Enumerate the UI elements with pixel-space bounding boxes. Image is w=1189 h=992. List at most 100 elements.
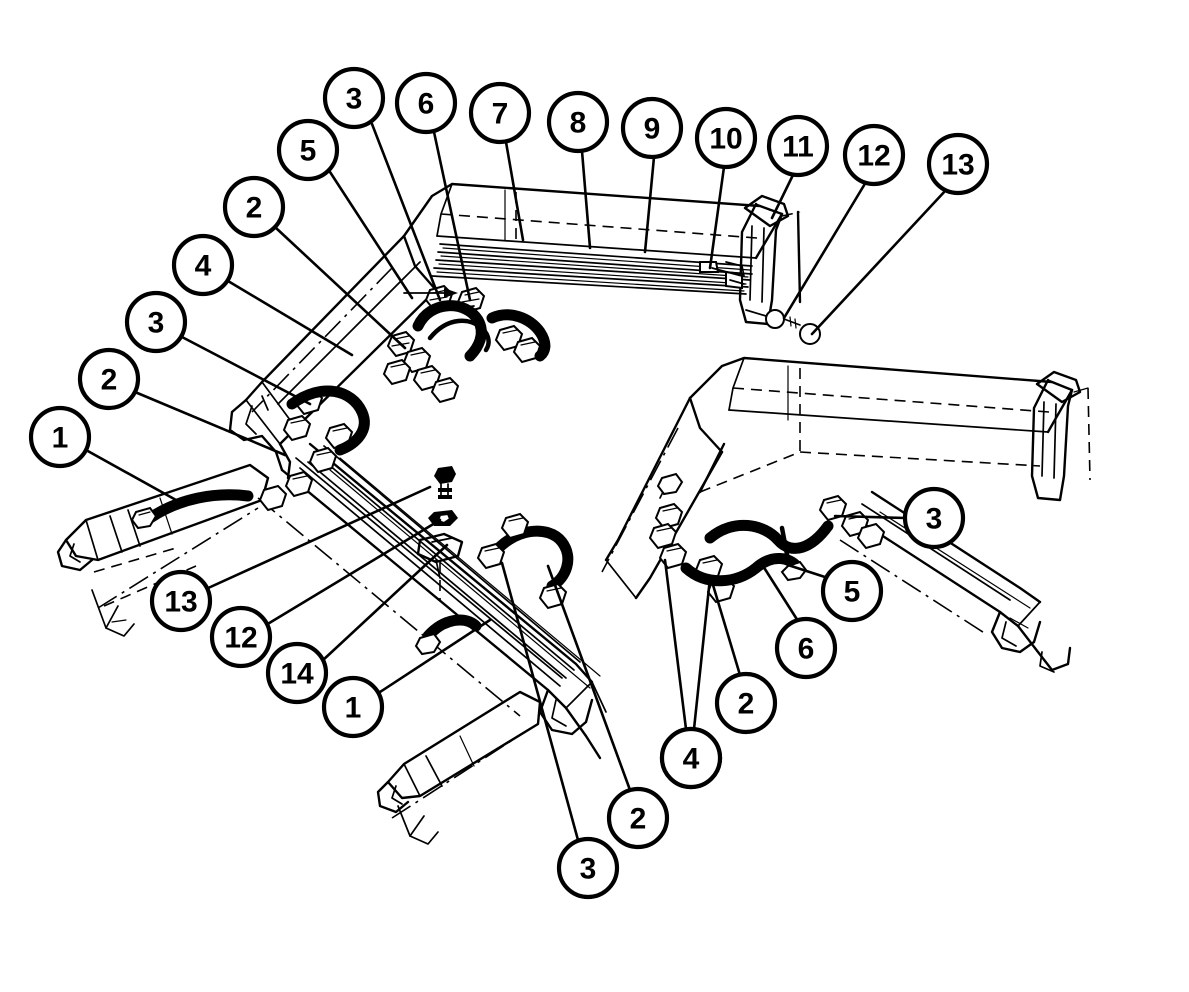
callout-c-5-right[interactable]: 5 (820, 559, 884, 623)
callout-circle (222, 175, 286, 239)
callout-c-3-bot[interactable]: 3 (556, 836, 620, 900)
callout-leader-3 (370, 122, 442, 302)
callout-number: 8 (570, 107, 587, 140)
callout-number: 4 (195, 250, 212, 283)
callout-circle (556, 836, 620, 900)
callout-c-12-low[interactable]: 12 (209, 605, 273, 669)
callout-leader-10 (708, 165, 726, 270)
callout-c-2-bot[interactable]: 2 (606, 786, 670, 850)
callout-circle (926, 132, 990, 196)
callout-c-3-top[interactable]: 3 (322, 66, 386, 130)
callout-number: 11 (782, 131, 814, 164)
callout-leader-3 (500, 561, 580, 842)
left-fitting-cluster (130, 385, 370, 530)
callout-leader-12 (264, 518, 442, 627)
top-right-fasteners (745, 309, 821, 345)
callout-number: 5 (300, 135, 317, 168)
callout-c-14-low[interactable]: 14 (265, 641, 329, 705)
callout-circle (694, 106, 758, 170)
callout-number: 6 (798, 633, 815, 666)
callout-c-6-right[interactable]: 6 (774, 616, 838, 680)
callout-c-7-top[interactable]: 7 (468, 81, 532, 145)
callout-leader-3 (180, 335, 312, 406)
callout-number: 2 (101, 364, 118, 397)
callout-number: 1 (52, 422, 69, 455)
callout-circle (149, 569, 213, 633)
callout-leader-13 (204, 485, 432, 591)
callout-leader-14 (320, 543, 449, 663)
callout-c-9-top[interactable]: 9 (620, 96, 684, 160)
callout-circle (842, 123, 906, 187)
callout-leader-2 (546, 564, 632, 792)
callout-c-4-bot-b[interactable]: 4 (659, 726, 723, 790)
callout-leader-6 (432, 130, 472, 302)
callout-circle (606, 786, 670, 850)
callout-number: 7 (492, 98, 509, 131)
callout-circle (546, 90, 610, 154)
callout-c-3-right[interactable]: 3 (902, 486, 966, 550)
callout-leader-13 (810, 188, 948, 336)
callout-circle (659, 726, 723, 790)
callout-circle (209, 605, 273, 669)
callout-c-5-top[interactable]: 5 (276, 118, 340, 182)
callout-bubbles: 5367891011121324321131214132442653 (28, 66, 990, 900)
callout-c-3-left[interactable]: 3 (124, 290, 188, 354)
callout-circle (820, 559, 884, 623)
callout-leader-4 (692, 576, 712, 731)
callout-number: 3 (926, 503, 943, 536)
callout-c-8-top[interactable]: 8 (546, 90, 610, 154)
callout-c-11-top[interactable]: 11 (766, 114, 830, 178)
callout-c-13-top[interactable]: 13 (926, 132, 990, 196)
right-fitting-cluster (648, 472, 886, 604)
callout-c-10-top[interactable]: 10 (694, 106, 758, 170)
callout-circle (265, 641, 329, 705)
callout-number: 6 (418, 88, 435, 121)
callout-c-13-low[interactable]: 13 (149, 569, 213, 633)
callout-c-2-right[interactable]: 2 (714, 671, 778, 735)
callout-circle (774, 616, 838, 680)
callout-leader-4 (226, 279, 354, 357)
center-lower-hoses (414, 512, 574, 656)
callout-leader-2 (133, 390, 287, 457)
callout-number: 12 (857, 140, 890, 173)
callout-circle (620, 96, 684, 160)
callout-number: 10 (709, 123, 742, 156)
callout-number: 12 (224, 622, 257, 655)
upper-fitting-cluster (382, 284, 551, 404)
callout-c-12-top[interactable]: 12 (842, 123, 906, 187)
callout-leader-12 (782, 180, 868, 320)
callout-number: 3 (580, 853, 597, 886)
callout-circle (77, 347, 141, 411)
callout-circle (714, 671, 778, 735)
callout-c-2-left[interactable]: 2 (77, 347, 141, 411)
callout-number: 3 (148, 307, 165, 340)
callout-leader-7 (504, 140, 525, 242)
callout-c-6-top[interactable]: 6 (394, 71, 458, 135)
callout-circle (322, 66, 386, 130)
callout-number: 4 (683, 743, 700, 776)
callout-number: 2 (630, 803, 647, 836)
callout-number: 1 (345, 692, 362, 725)
callout-leader-9 (643, 155, 656, 254)
callout-circle (124, 290, 188, 354)
callout-circle (902, 486, 966, 550)
callout-c-4-left[interactable]: 4 (171, 233, 235, 297)
callout-c-1-low[interactable]: 1 (321, 675, 385, 739)
callout-circle (276, 118, 340, 182)
lower-left-cylinder (376, 690, 542, 845)
callout-leader-2 (274, 226, 407, 350)
callout-number: 3 (346, 83, 363, 116)
callout-number: 5 (844, 576, 861, 609)
callout-leader-5 (786, 563, 830, 580)
callout-number: 14 (280, 658, 314, 691)
callout-leader-6 (761, 564, 800, 623)
callout-c-1-left[interactable]: 1 (28, 405, 92, 469)
callout-circle (321, 675, 385, 739)
callout-number: 2 (738, 688, 755, 721)
callout-c-2-upper[interactable]: 2 (222, 175, 286, 239)
callout-leader-2 (711, 583, 742, 677)
callout-number: 9 (644, 113, 661, 146)
callout-circle (394, 71, 458, 135)
callout-leader-8 (580, 149, 592, 250)
